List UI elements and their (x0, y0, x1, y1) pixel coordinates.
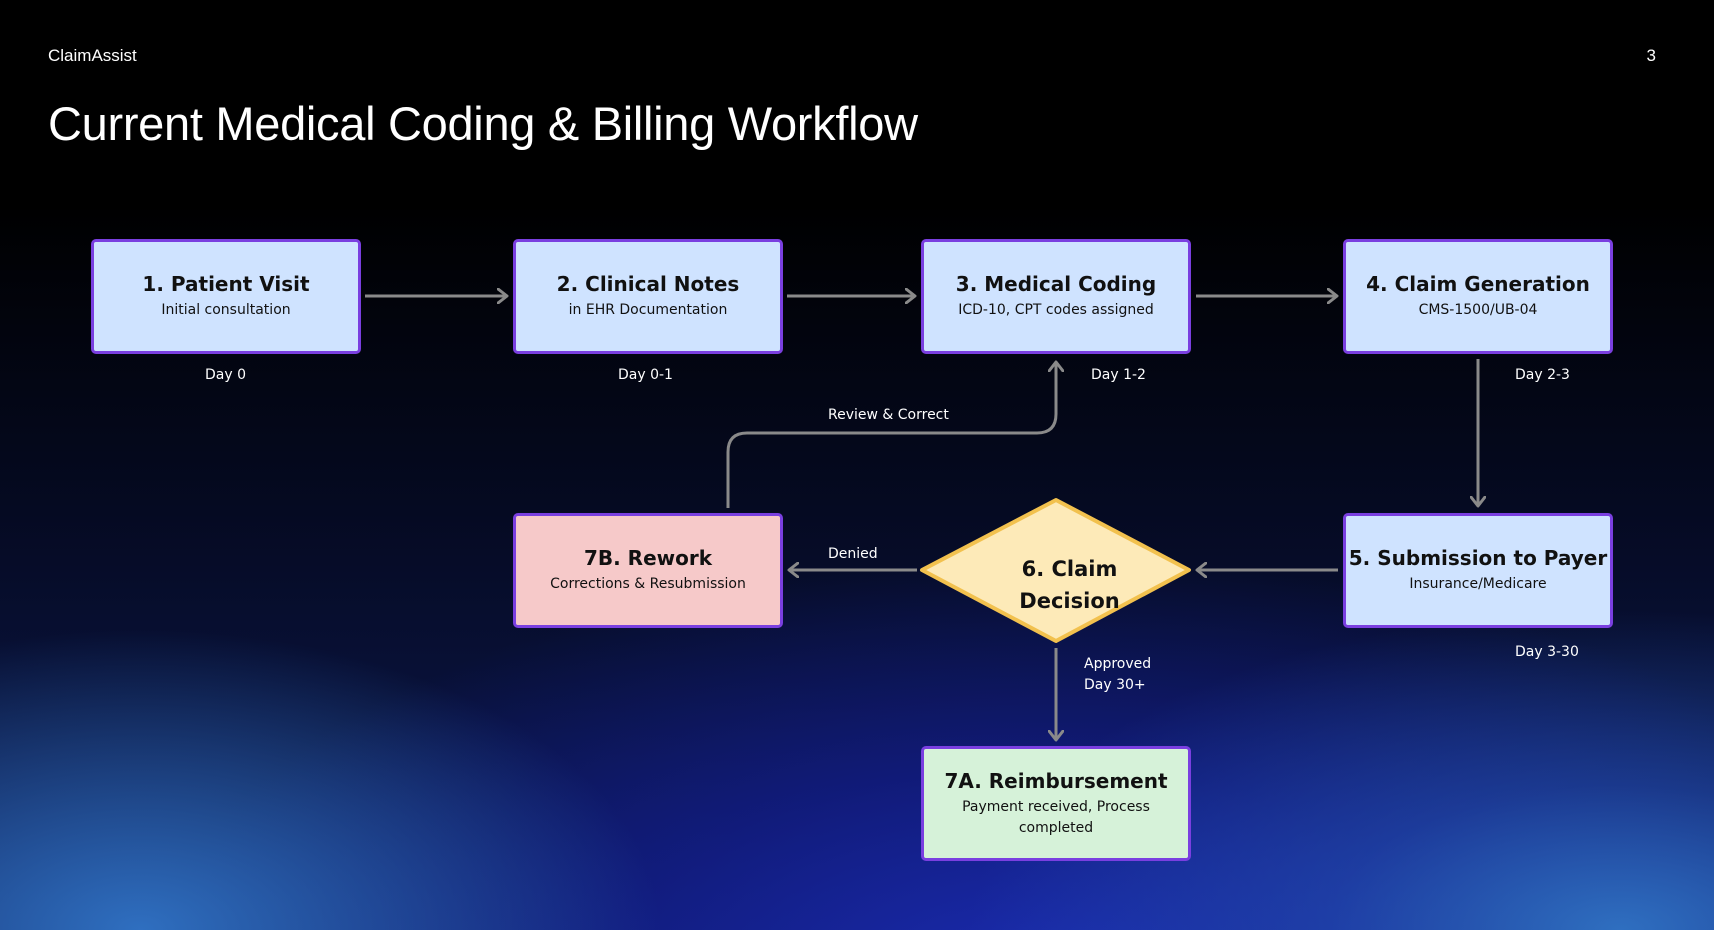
node-submission-to-payer: 5. Submission to Payer Insurance/Medicar… (1343, 513, 1613, 628)
node-subtitle: Initial consultation (161, 302, 291, 318)
node-title: 2. Clinical Notes (556, 272, 740, 296)
node-title: 7B. Rework (583, 546, 713, 570)
node-subtitle: CMS-1500/UB-04 (1418, 302, 1538, 318)
timing-day-3-30: Day 3-30 (1515, 644, 1579, 660)
node-subtitle: Payment received, Process completed (962, 798, 1150, 836)
timing-day-1-2: Day 1-2 (1091, 367, 1146, 383)
node-subtitle: in EHR Documentation (568, 302, 728, 318)
node-subtitle: Insurance/Medicare (1409, 576, 1547, 592)
node-clinical-notes: 2. Clinical Notes in EHR Documentation (513, 239, 783, 354)
page-title: Current Medical Coding & Billing Workflo… (48, 97, 918, 150)
edge-label-approved: Approved (1084, 656, 1152, 672)
node-patient-visit: 1. Patient Visit Initial consultation (91, 239, 361, 354)
decision-title: 6. Claim Decision (1019, 557, 1120, 613)
edge-label-denied: Denied (828, 546, 878, 562)
edge-label-approved-day: Day 30+ (1084, 677, 1146, 693)
brand-name: ClaimAssist (48, 46, 137, 65)
node-subtitle: ICD-10, CPT codes assigned (958, 302, 1154, 318)
decision-label: 6. Claim Decision (952, 540, 1187, 630)
node-title: 5. Submission to Payer (1348, 546, 1608, 570)
node-title: 3. Medical Coding (955, 272, 1157, 296)
page-number: 3 (1646, 46, 1656, 65)
node-title: 1. Patient Visit (142, 272, 310, 296)
timing-day-0-1: Day 0-1 (618, 367, 673, 383)
node-rework: 7B. Rework Corrections & Resubmission (513, 513, 783, 628)
node-claim-generation: 4. Claim Generation CMS-1500/UB-04 (1343, 239, 1613, 354)
node-title: 7A. Reimbursement (944, 768, 1168, 793)
node-title: 4. Claim Generation (1366, 272, 1590, 296)
timing-day-0: Day 0 (205, 367, 247, 383)
decision-diamond (920, 498, 1191, 643)
edge-label-review: Review & Correct (828, 407, 949, 423)
node-reimbursement: 7A. Reimbursement Payment received, Proc… (921, 746, 1191, 861)
node-subtitle: Corrections & Resubmission (550, 576, 746, 592)
node-medical-coding: 3. Medical Coding ICD-10, CPT codes assi… (921, 239, 1191, 354)
timing-day-2-3: Day 2-3 (1515, 367, 1570, 383)
arrow-rework-to-coding (726, 362, 1056, 508)
